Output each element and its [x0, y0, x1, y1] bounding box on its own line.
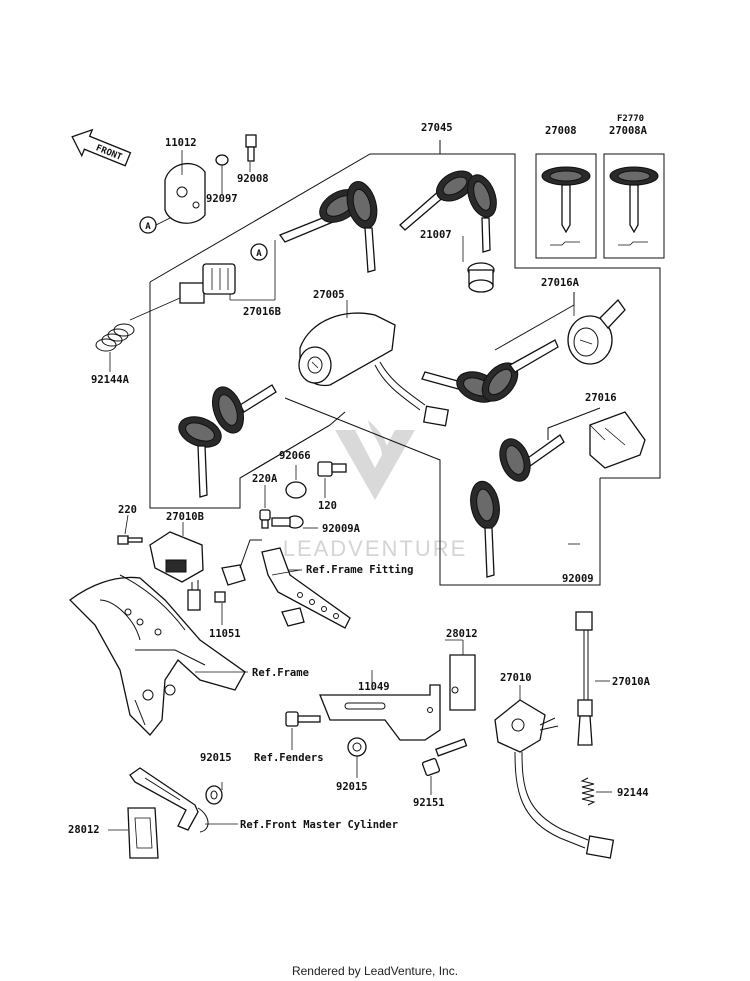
- pad-28012-right: [449, 640, 476, 711]
- label-27010: 27010: [500, 672, 532, 684]
- label-92009: 92009: [562, 573, 594, 585]
- label-92144a: 92144A: [91, 374, 130, 386]
- label-92066: 92066: [279, 450, 311, 462]
- label-27016: 27016: [585, 392, 617, 404]
- spring-92144: [580, 777, 612, 806]
- label-ref-fenders: Ref.Fenders: [254, 752, 324, 764]
- front-arrow: FRONT: [71, 128, 132, 167]
- key-box-27008: [535, 153, 597, 259]
- sensor-27010a: [575, 611, 610, 746]
- label-92097: 92097: [206, 193, 238, 205]
- label-ref-front-master-cylinder: Ref.Front Master Cylinder: [240, 819, 398, 831]
- bracket-master-cylinder: [129, 767, 238, 833]
- cover-27016: [547, 407, 646, 469]
- frame-fitting-bracket: [261, 547, 351, 629]
- bolt-ref-fenders: [285, 711, 321, 750]
- switch-27010: [494, 685, 615, 859]
- key-pair-lower-right: [470, 434, 565, 578]
- screw-220: [117, 514, 143, 545]
- bolt-120: [317, 461, 347, 498]
- callout-a-lower: A: [250, 243, 268, 261]
- bracket-11051: [214, 539, 262, 625]
- label-27010b: 27010B: [166, 511, 204, 523]
- label-fig-ref: F2770: [617, 114, 644, 124]
- bolt-92151: [421, 738, 468, 795]
- label-27016b: 27016B: [243, 306, 281, 318]
- part-labels: 11012 92008 92097 27045 27008 F2770 2700…: [68, 114, 651, 836]
- footer-credit: Rendered by LeadVenture, Inc.: [292, 964, 458, 978]
- label-220a: 220A: [252, 473, 278, 485]
- cap-92066: [285, 465, 307, 499]
- callout-a-lower-label: A: [256, 249, 262, 259]
- frame: [69, 574, 248, 736]
- label-11012: 11012: [165, 137, 197, 149]
- label-11049: 11049: [358, 681, 390, 693]
- label-ref-frame-fitting: Ref.Frame Fitting: [306, 564, 413, 576]
- label-11051: 11051: [209, 628, 241, 640]
- label-92015-bottom: 92015: [336, 781, 368, 793]
- label-28012-left: 28012: [68, 824, 100, 836]
- plate-11012: [164, 134, 257, 224]
- label-ref-frame: Ref.Frame: [252, 667, 309, 679]
- key-pair-top-left: [278, 181, 378, 273]
- nut-92015-left: [205, 782, 223, 805]
- leader-lines: [271, 543, 580, 641]
- watermark-text: LEADVENTURE: [283, 536, 468, 561]
- watermark: LEADVENTURE: [283, 420, 468, 561]
- key-pair-middle-right: [421, 339, 559, 403]
- label-120: 120: [318, 500, 337, 512]
- lock-27016a: [494, 292, 626, 365]
- stay-11049: [319, 670, 459, 741]
- switch-27010b: [149, 522, 204, 611]
- ignition-switch-27005: [298, 300, 449, 427]
- label-92009a: 92009A: [322, 523, 361, 535]
- label-27010a: 27010A: [612, 676, 651, 688]
- key-box-27008a: [603, 153, 665, 259]
- cylinder-27016b: [129, 240, 276, 321]
- cap-21007: [462, 236, 495, 293]
- label-220: 220: [118, 504, 137, 516]
- screw-220a: [259, 485, 271, 529]
- pad-28012-left: [108, 807, 159, 859]
- label-92144: 92144: [617, 787, 649, 799]
- key-pair-middle-left: [178, 384, 277, 498]
- label-27016a: 27016A: [541, 277, 580, 289]
- label-92008: 92008: [237, 173, 269, 185]
- callout-a-upper-label: A: [145, 222, 151, 232]
- assembly-outline: [149, 140, 661, 586]
- label-92151: 92151: [413, 797, 445, 809]
- screw-92009a: [271, 515, 318, 529]
- key-pair-top-right: [399, 170, 497, 253]
- label-28012-right: 28012: [446, 628, 478, 640]
- label-21007: 21007: [420, 229, 452, 241]
- label-27045: 27045: [421, 122, 453, 134]
- spring-92144a: [95, 323, 135, 372]
- label-27008a: 27008A: [609, 125, 648, 137]
- label-27005: 27005: [313, 289, 345, 301]
- label-92015-top: 92015: [200, 752, 232, 764]
- nut-92015-center: [347, 737, 367, 778]
- callout-a-upper: A: [139, 216, 171, 234]
- label-27008: 27008: [545, 125, 577, 137]
